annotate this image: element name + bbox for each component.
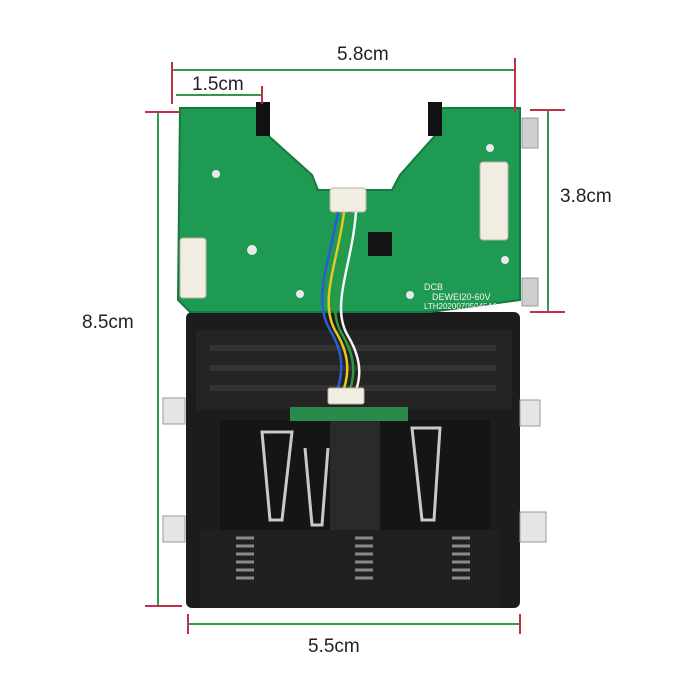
wires <box>321 211 361 396</box>
dimension-lines <box>157 69 549 625</box>
pcb-board <box>176 102 539 313</box>
board-voltage-marking: DEWEI20-60V <box>432 292 491 302</box>
board-height-label: 3.8cm <box>560 186 612 207</box>
dimension-ticks <box>145 58 565 634</box>
terminal-clips <box>260 426 442 527</box>
wire-connector <box>327 387 365 405</box>
bottom-width-label: 5.5cm <box>308 636 360 657</box>
board-serial-marking: LTH20200705045A0 <box>424 302 498 311</box>
springs <box>236 536 470 580</box>
top-offset-label: 1.5cm <box>192 74 244 95</box>
total-width-label: 5.8cm <box>337 44 389 65</box>
battery-housing <box>162 312 547 608</box>
total-height-label: 8.5cm <box>82 312 134 333</box>
terminal-pcb <box>290 407 408 421</box>
board-model-marking: DCB <box>424 282 444 292</box>
